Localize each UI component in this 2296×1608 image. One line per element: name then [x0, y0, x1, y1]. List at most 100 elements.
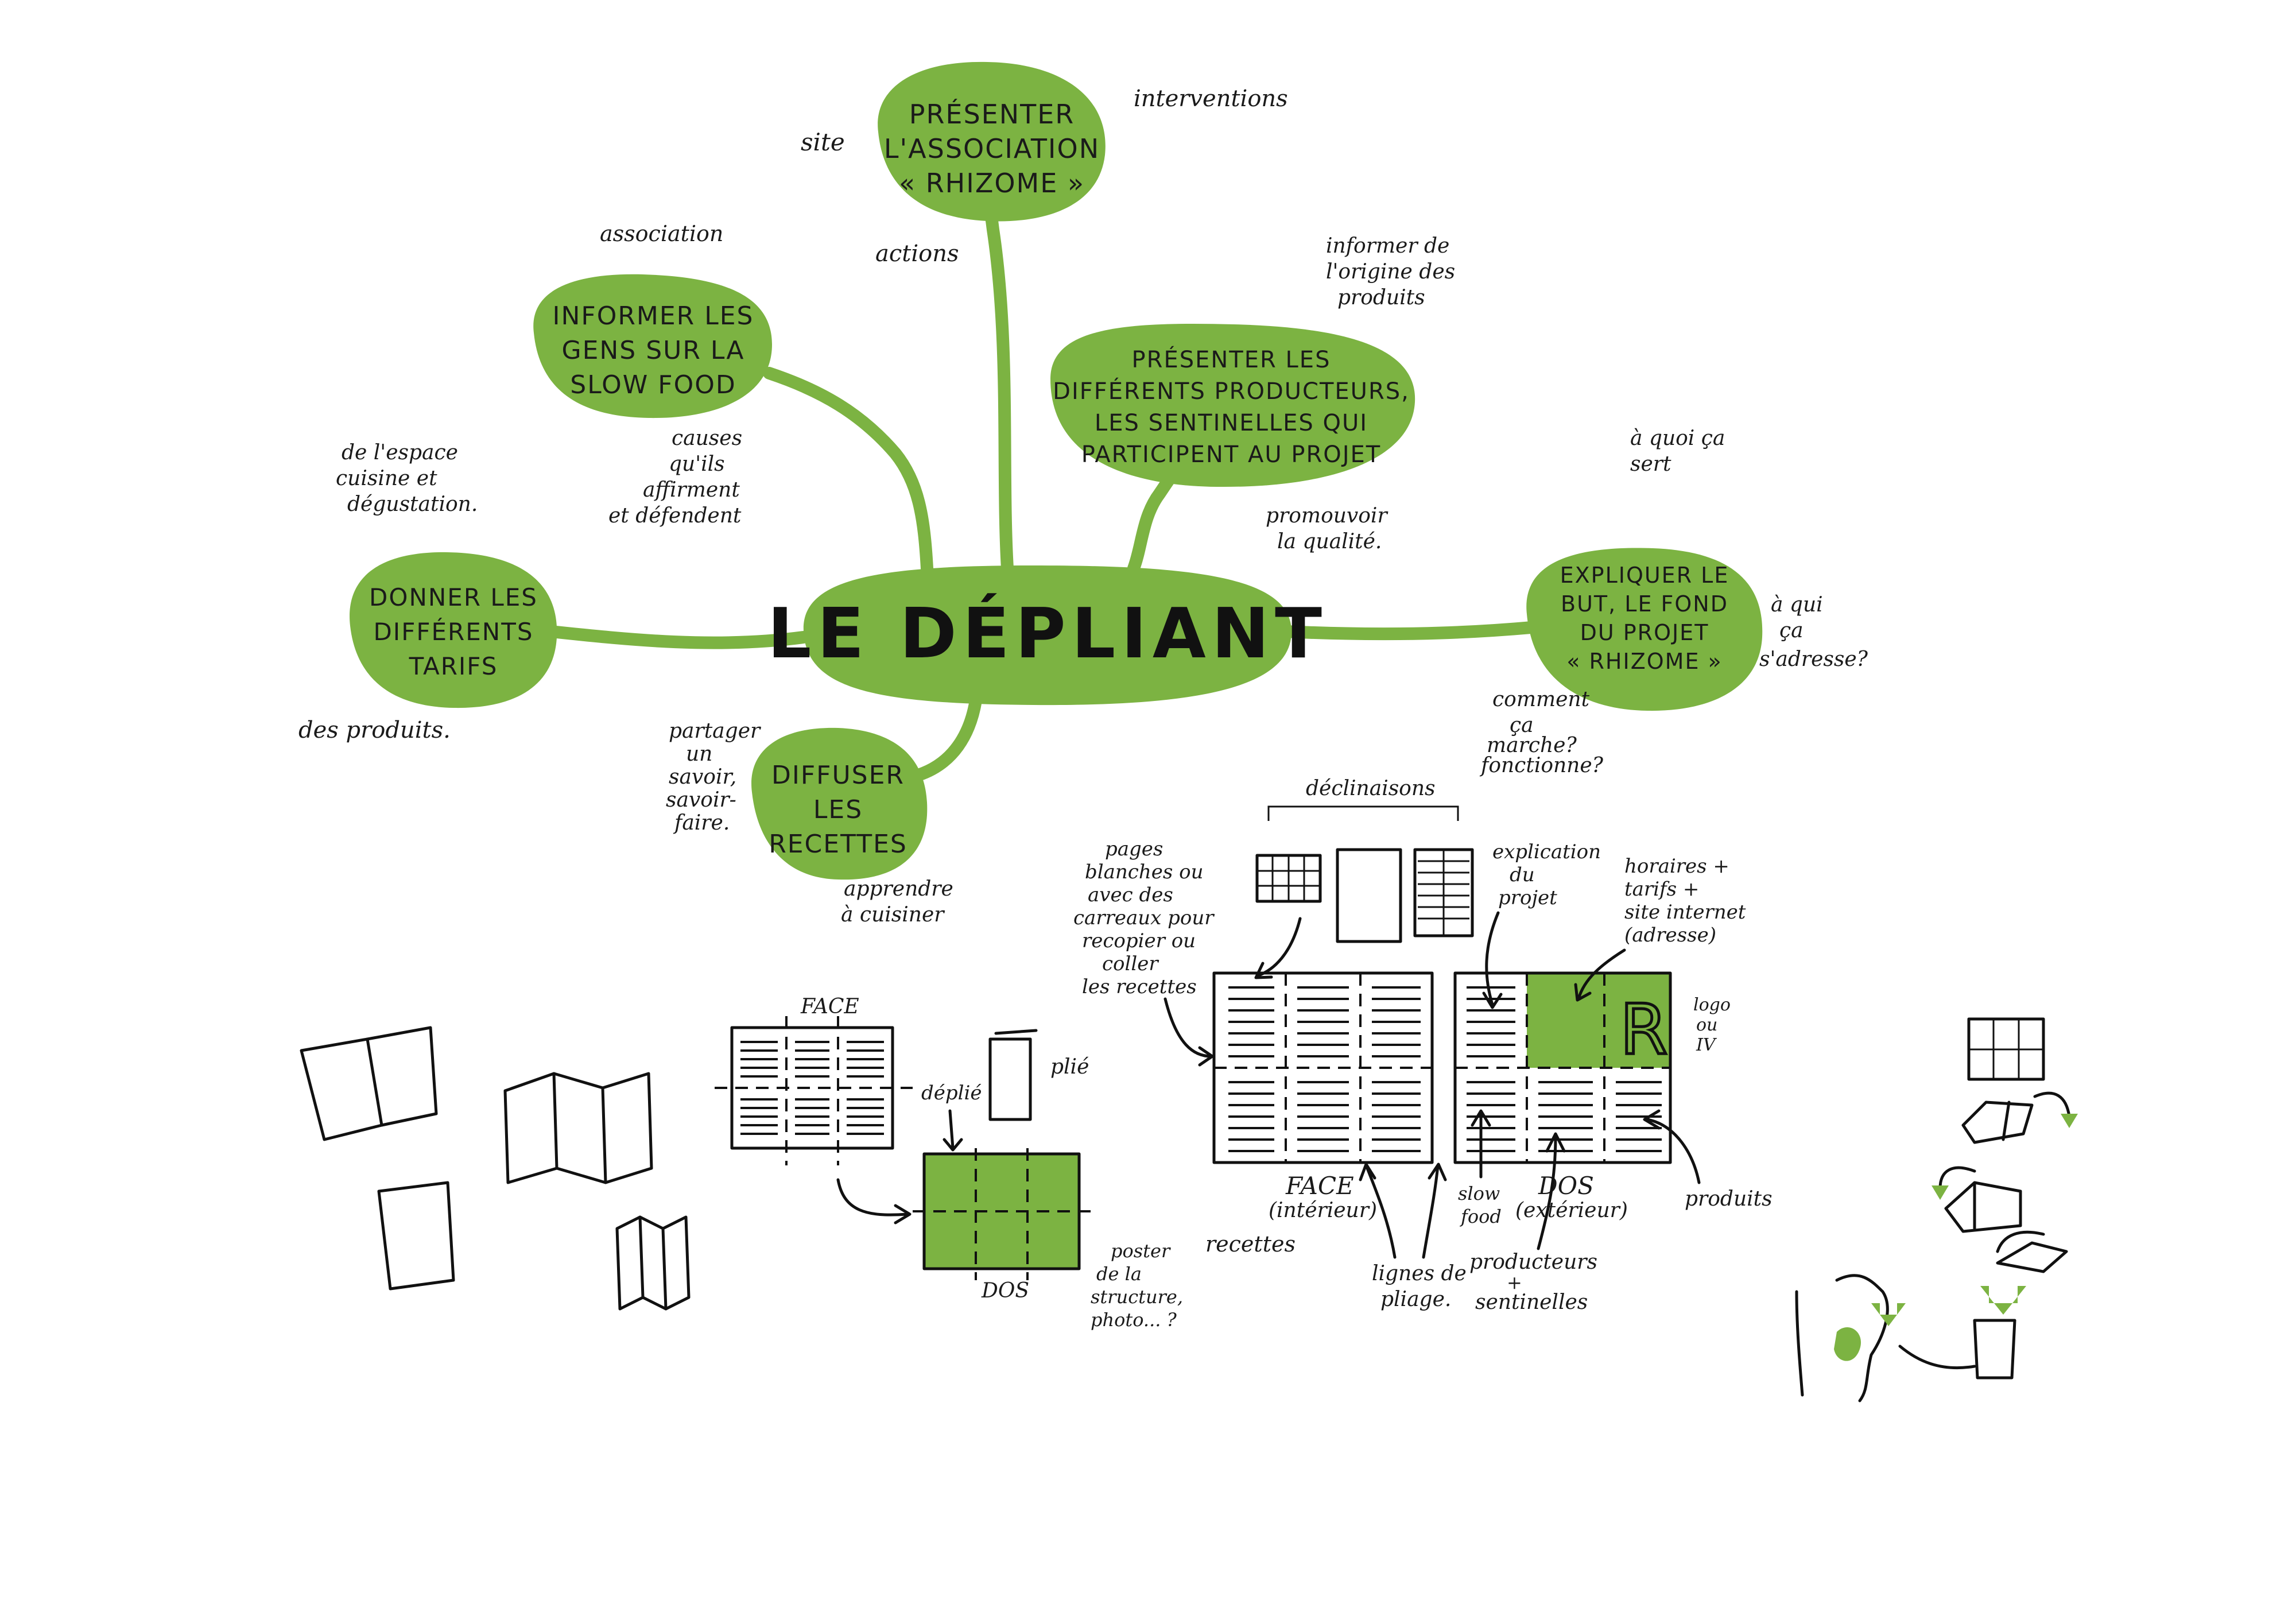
- bubble-label: INFORMER LES: [553, 301, 754, 331]
- slow-food-note: slow: [1458, 1183, 1500, 1204]
- sketch-big-dos: explication du projet horaires + tarifs …: [1359, 840, 1773, 1314]
- deplie-label: déplié: [921, 1082, 982, 1105]
- logo-note: logo: [1693, 995, 1731, 1015]
- notes: site interventions actions association i…: [298, 86, 1868, 927]
- bubble-diffuser-recettes: DIFFUSER LES RECETTES: [751, 727, 928, 880]
- center-node: LE DÉPLIANT: [767, 565, 1328, 706]
- note-comment: marche?: [1487, 734, 1577, 757]
- bubble-label: LES: [813, 795, 863, 824]
- big-dos-label: DOS: [1538, 1172, 1594, 1200]
- note-association: association: [600, 221, 723, 246]
- bubble-label: SLOW FOOD: [570, 370, 736, 400]
- declinaisons-label: déclinaisons: [1306, 777, 1436, 800]
- note-a-qui: s'adresse?: [1759, 648, 1868, 671]
- logo-letter: R: [1620, 990, 1667, 1070]
- note-partager: faire.: [673, 811, 730, 835]
- note-promouvoir: promouvoir: [1266, 504, 1388, 528]
- producteurs-note: producteurs: [1469, 1250, 1597, 1274]
- note-comment: fonctionne?: [1479, 754, 1604, 777]
- center-title: LE DÉPLIANT: [767, 594, 1328, 674]
- pages-note: blanches ou: [1085, 861, 1204, 884]
- sketch-leaflet-shapes: [300, 1026, 691, 1311]
- producteurs-note: sentinelles: [1475, 1291, 1588, 1314]
- bubble-donner-tarifs: DONNER LES DIFFÉRENTS TARIFS: [350, 552, 557, 708]
- note-a-quoi: à quoi ça: [1630, 427, 1725, 450]
- note-causes: et défendent: [608, 504, 742, 528]
- bubble-label: GENS SUR LA: [561, 336, 744, 365]
- bubble-label: PARTICIPENT AU PROJET: [1081, 441, 1382, 468]
- blank-page-icon: [1336, 848, 1402, 943]
- note-des-produits: des produits.: [298, 717, 451, 743]
- note-partager: savoir-: [666, 788, 736, 812]
- lignes-note: lignes de: [1372, 1262, 1467, 1285]
- note-causes: affirment: [643, 478, 740, 502]
- big-face-text-lines: [1228, 986, 1421, 1152]
- note-causes: qu'ils: [669, 452, 725, 476]
- horaires-note: tarifs +: [1624, 878, 1699, 901]
- note-espace-cuisine: dégustation.: [347, 493, 478, 516]
- horaires-note: (adresse): [1624, 924, 1716, 947]
- horaires-note: site internet: [1624, 901, 1746, 924]
- slow-food-note: food: [1460, 1206, 1502, 1227]
- sketch-small-face-dos: FACE déplié plié DOS poster de la struct…: [715, 995, 1183, 1331]
- poster-note: photo... ?: [1091, 1309, 1177, 1331]
- explication-note: du: [1510, 863, 1535, 886]
- note-partager: partager: [669, 719, 761, 743]
- bubble-label: TARIFS: [409, 652, 498, 680]
- big-face-label: (intérieur): [1269, 1199, 1377, 1222]
- note-partager: un: [686, 742, 712, 766]
- bubble-label: DIFFÉRENTS: [373, 617, 533, 646]
- pages-note: pages: [1105, 838, 1163, 861]
- sketch-big-face: pages blanches ou avec des carreaux pour…: [1073, 838, 1434, 1257]
- big-dos-text-lines: [1467, 986, 1662, 1152]
- poster-note: de la: [1096, 1263, 1142, 1285]
- bubble-label: L'ASSOCIATION: [884, 133, 1100, 164]
- note-promouvoir: la qualité.: [1277, 530, 1382, 553]
- note-informer-origine: produits: [1337, 286, 1425, 309]
- poster-note: poster: [1111, 1240, 1171, 1262]
- sketch-declinaisons: déclinaisons: [1255, 777, 1474, 943]
- plie-label: plié: [1050, 1055, 1089, 1079]
- note-apprendre: à cuisiner: [841, 903, 945, 927]
- dos-green-panels: [1527, 973, 1670, 1068]
- note-comment: comment: [1492, 688, 1590, 711]
- pages-note: carreaux pour: [1073, 906, 1215, 929]
- pages-note: recopier ou: [1082, 929, 1196, 952]
- bubble-label: DONNER LES: [369, 583, 538, 611]
- bubble-label: EXPLIQUER LE: [1560, 563, 1729, 588]
- note-informer-origine: informer de: [1326, 234, 1449, 258]
- note-partager: savoir,: [669, 765, 736, 789]
- note-a-qui: ça: [1779, 619, 1804, 642]
- bubble-label: BUT, LE FOND: [1561, 591, 1728, 617]
- lignes-note: pliage.: [1380, 1288, 1451, 1311]
- bubble-presenter-association: PRÉSENTER L'ASSOCIATION « RHIZOME »: [878, 61, 1106, 222]
- bubble-label: « RHIZOME »: [899, 168, 1085, 199]
- small-face-label: FACE: [800, 995, 859, 1018]
- bubble-label: DIFFUSER: [771, 761, 905, 790]
- sketch-folding-sequence: [1795, 1017, 2078, 1402]
- note-espace-cuisine: cuisine et: [336, 467, 437, 490]
- bubble-label: PRÉSENTER LES: [1132, 346, 1331, 373]
- big-face-label: FACE: [1285, 1172, 1354, 1200]
- pages-note: les recettes: [1082, 975, 1197, 998]
- logo-note: IV: [1696, 1035, 1717, 1055]
- bubble-informer-slow-food: INFORMER LES GENS SUR LA SLOW FOOD: [533, 274, 772, 419]
- bubble-label: « RHIZOME »: [1566, 649, 1723, 674]
- note-actions: actions: [875, 241, 959, 267]
- note-comment: ça: [1510, 714, 1534, 737]
- produits-note: produits: [1685, 1187, 1773, 1211]
- bubble-label: PRÉSENTER: [909, 99, 1075, 130]
- pages-note: coller: [1102, 952, 1159, 975]
- bubble-expliquer-but: EXPLIQUER LE BUT, LE FOND DU PROJET « RH…: [1526, 548, 1763, 711]
- note-site: site: [801, 128, 845, 156]
- small-dos-label: DOS: [981, 1279, 1029, 1303]
- note-informer-origine: l'origine des: [1326, 260, 1455, 284]
- note-espace-cuisine: de l'espace: [342, 441, 458, 464]
- bubble-label: LES SENTINELLES QUI: [1095, 410, 1368, 436]
- pages-note: avec des: [1088, 884, 1173, 906]
- bubble-label: DU PROJET: [1580, 620, 1709, 645]
- note-a-qui: à qui: [1771, 593, 1823, 617]
- bubble-presenter-producteurs: PRÉSENTER LES DIFFÉRENTS PRODUCTEURS, LE…: [1050, 323, 1415, 487]
- explication-note: explication: [1492, 840, 1601, 863]
